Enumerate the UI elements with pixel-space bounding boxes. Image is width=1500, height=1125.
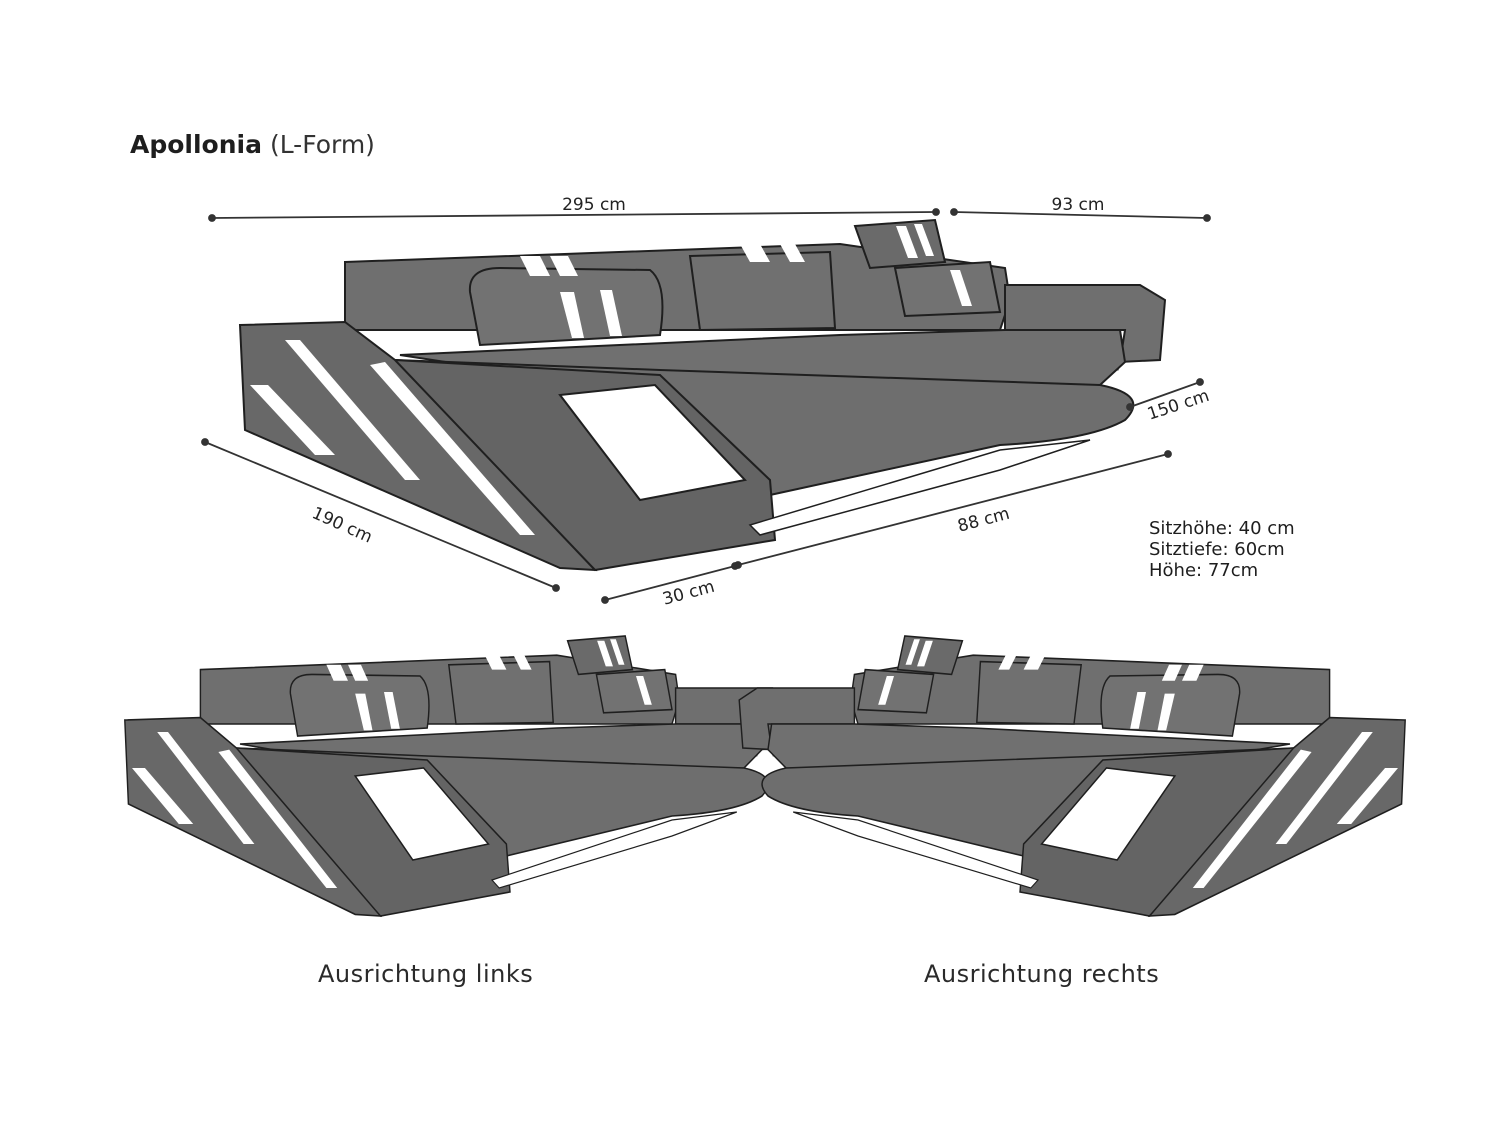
sofa-right-orientation-illustration [738, 635, 1406, 917]
product-name: Apollonia [130, 130, 262, 159]
dim-depth-left: 190 cm [309, 503, 375, 547]
dim-width-main: 295 cm [562, 195, 626, 215]
caption-left-orientation: Ausrichtung links [318, 960, 534, 988]
product-variant: (L-Form) [269, 130, 375, 159]
sofa-left-orientation-illustration [123, 635, 792, 917]
dim-depth-right: 150 cm [1145, 386, 1212, 425]
spec-list: Sitzhöhe: 40 cm Sitztiefe: 60cm Höhe: 77… [1149, 518, 1295, 581]
caption-right-orientation: Ausrichtung rechts [924, 960, 1160, 988]
dim-width-side: 93 cm [1052, 195, 1105, 215]
spec-seat-height: Sitzhöhe: 40 cm [1149, 518, 1295, 539]
sofa-main-illustration [239, 219, 1166, 571]
page-title: Apollonia (L-Form) [130, 130, 375, 159]
dim-front-short: 30 cm [661, 577, 717, 610]
dimension-lines [201, 208, 1211, 604]
spec-height: Höhe: 77cm [1149, 560, 1259, 581]
dim-front-long: 88 cm [956, 504, 1012, 537]
spec-seat-depth: Sitztiefe: 60cm [1149, 539, 1285, 560]
